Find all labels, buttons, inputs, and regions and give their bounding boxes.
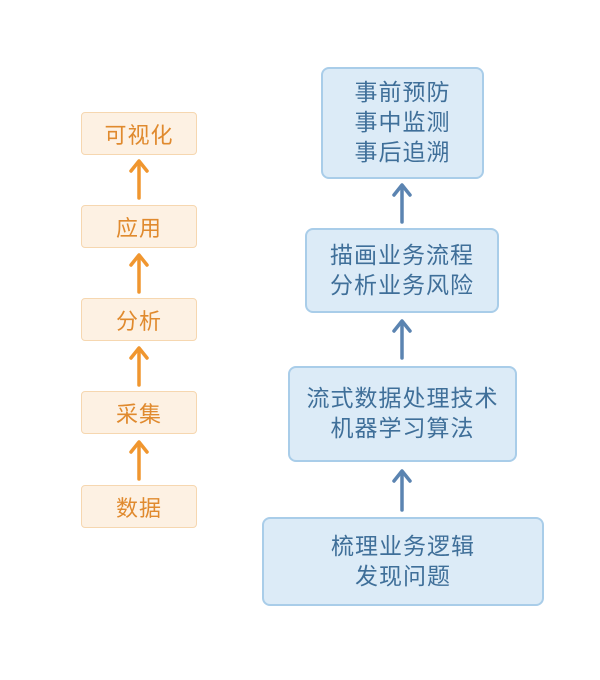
up-arrow-icon	[129, 159, 149, 200]
box-business-logic-problems: 梳理业务逻辑 发现问题	[262, 517, 544, 606]
step-visualization: 可视化	[81, 112, 197, 155]
up-arrow-icon	[129, 346, 149, 387]
up-arrow-icon	[392, 183, 412, 224]
box-business-flow-risk: 描画业务流程 分析业务风险	[305, 228, 499, 313]
step-application: 应用	[81, 205, 197, 248]
box-line: 事前预防	[354, 80, 451, 106]
box-line: 事中监测	[354, 110, 451, 136]
box-line: 机器学习算法	[330, 416, 475, 442]
box-line: 分析业务风险	[330, 272, 474, 299]
up-arrow-icon	[392, 469, 412, 512]
box-stream-processing-ml: 流式数据处理技术 机器学习算法	[288, 366, 517, 462]
up-arrow-icon	[392, 319, 412, 360]
up-arrow-icon	[129, 253, 149, 294]
up-arrow-icon	[129, 440, 149, 481]
box-line: 发现问题	[355, 563, 451, 590]
box-line: 描画业务流程	[330, 242, 474, 269]
box-line: 梳理业务逻辑	[331, 533, 475, 560]
step-collection: 采集	[81, 391, 197, 434]
step-analysis: 分析	[81, 298, 197, 341]
box-line: 事后追溯	[354, 140, 451, 166]
step-data: 数据	[81, 485, 197, 528]
box-prevention-monitoring-tracing: 事前预防 事中监测 事后追溯	[321, 67, 484, 179]
box-line: 流式数据处理技术	[306, 386, 499, 412]
